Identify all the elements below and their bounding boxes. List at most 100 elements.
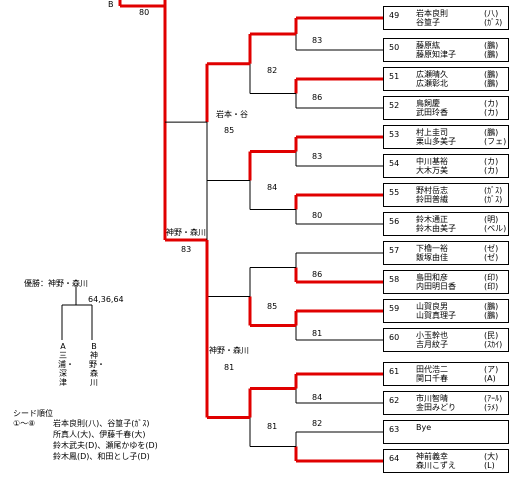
player-2-name: 森川こずえ xyxy=(416,461,456,470)
round4-winner-label: 神野・森川 xyxy=(166,228,206,237)
entry-number: 57 xyxy=(389,246,400,255)
player-2-name: 大木万美 xyxy=(416,166,448,175)
player-box xyxy=(383,299,509,323)
round2-score: 85 xyxy=(267,302,278,311)
player-2-club: (A) xyxy=(484,374,496,383)
entry-number: 52 xyxy=(389,101,400,110)
player-1-name: 島田和彦 xyxy=(416,273,448,282)
entry-number: 63 xyxy=(389,425,400,434)
player-1-name: 小玉幹也 xyxy=(416,331,448,340)
player-1-name: 下櫓一裕 xyxy=(416,244,448,253)
player-1-club: (鵬) xyxy=(484,41,499,50)
round3-score: 85 xyxy=(224,126,235,135)
player-2-name: 鈴木由美子 xyxy=(416,224,456,233)
player-box xyxy=(383,125,509,149)
player-1-name: 岩本良則 xyxy=(416,9,448,18)
round1-score: 81 xyxy=(312,329,323,338)
player-2-club: (ｽｶｲ) xyxy=(484,340,503,349)
final-winner-label: 優勝：神野・森川 xyxy=(24,279,88,288)
player-2-club: (フェ) xyxy=(484,137,507,146)
player-1-name: 田代浩二 xyxy=(416,365,448,374)
player-box xyxy=(383,328,509,352)
round1-score: 80 xyxy=(312,211,323,220)
entry-number: 61 xyxy=(389,367,400,376)
player-2-name: 金田みどり xyxy=(416,403,456,412)
round2-score: 84 xyxy=(267,183,278,192)
player-2-club: (鵬) xyxy=(484,50,499,59)
player-1-club: (ｶﾞｽ) xyxy=(484,186,503,195)
entry-number: 56 xyxy=(389,217,400,226)
top-entry-label: B xyxy=(108,0,114,9)
entry-number: 59 xyxy=(389,304,400,313)
player-1-name: 鈴木通正 xyxy=(416,215,448,224)
player-2-name: 栗山多美子 xyxy=(416,137,456,146)
entry-number: 54 xyxy=(389,159,400,168)
player-1-club: (明) xyxy=(484,215,499,224)
player-1-name: 村上圭司 xyxy=(416,128,448,137)
round1-score: 86 xyxy=(312,270,323,279)
final-entry-a: A三浦・深津 xyxy=(58,342,74,387)
player-1-club: (ゼ) xyxy=(484,244,499,253)
player-2-club: (ゼ) xyxy=(484,253,499,262)
player-1-club: (鵬) xyxy=(484,128,499,137)
player-box xyxy=(383,270,509,294)
entry-number: 51 xyxy=(389,72,400,81)
player-2-club: (カ) xyxy=(484,166,499,175)
player-1-name: 鳥飼慶 xyxy=(416,99,440,108)
player-2-club: (ｶﾞｽ) xyxy=(484,195,503,204)
player-1-club: (カ) xyxy=(484,99,499,108)
player-1-club: (ｱｰﾙ) xyxy=(484,394,503,403)
player-2-name: 鈴田普繊 xyxy=(416,195,448,204)
entry-number: 64 xyxy=(389,454,400,463)
player-1-club: (鵬) xyxy=(484,302,499,311)
player-box xyxy=(383,38,509,62)
player-box xyxy=(383,6,509,30)
player-2-club: (鵬) xyxy=(484,79,499,88)
top-entry-score: 80 xyxy=(139,8,150,17)
entry-number: 60 xyxy=(389,333,400,342)
player-2-name: 吉月紋子 xyxy=(416,340,448,349)
seed-line: 鈴木武夫(D)、瀬尾かゆを(D) xyxy=(53,441,158,450)
player-1-club: (ア) xyxy=(484,365,499,374)
player-1-club: (民) xyxy=(484,331,499,340)
player-box xyxy=(383,449,509,473)
seed-range: ①〜⑧ xyxy=(13,419,36,428)
round2-score: 82 xyxy=(267,66,278,75)
player-2-name: 武田玲香 xyxy=(416,108,448,117)
player-1-name: 神前義幸 xyxy=(416,452,448,461)
player-1-club: (カ) xyxy=(484,157,499,166)
round1-score: 83 xyxy=(312,152,323,161)
player-box xyxy=(383,154,509,178)
player-1-name: 広瀬晴久 xyxy=(416,70,448,79)
player-2-club: (鵬) xyxy=(484,311,499,320)
entry-number: 53 xyxy=(389,130,400,139)
player-2-name: 内田明日香 xyxy=(416,282,456,291)
player-box xyxy=(383,241,509,265)
entry-number: 55 xyxy=(389,188,400,197)
entry-number: 58 xyxy=(389,275,400,284)
entry-number: 49 xyxy=(389,11,400,20)
player-1-name: 野村岳志 xyxy=(416,186,448,195)
round4-score: 83 xyxy=(181,245,192,254)
player-2-name: 広瀬彰北 xyxy=(416,79,448,88)
player-1-name: 山賀良男 xyxy=(416,302,448,311)
round1-score: 84 xyxy=(312,393,323,402)
entry-number: 62 xyxy=(389,396,400,405)
round2-winner-label: 神野・森川 xyxy=(209,346,249,355)
round3-score: 81 xyxy=(224,363,235,372)
player-2-name: 谷篁子 xyxy=(416,18,440,27)
player-2-club: (L) xyxy=(484,461,495,470)
player-2-club: (カ) xyxy=(484,108,499,117)
player-1-club: (大) xyxy=(484,452,499,461)
player-box xyxy=(383,96,509,120)
final-score: 64,36,64 xyxy=(88,295,124,304)
round1-score: 82 xyxy=(312,419,323,428)
player-1-name: 市川智晴 xyxy=(416,394,448,403)
round2-score: 81 xyxy=(267,422,278,431)
player-box xyxy=(383,212,509,236)
player-2-name: 関口千春 xyxy=(416,374,448,383)
player-box xyxy=(383,420,509,444)
player-1-name: 藤原紘 xyxy=(416,41,440,50)
player-box xyxy=(383,362,509,386)
